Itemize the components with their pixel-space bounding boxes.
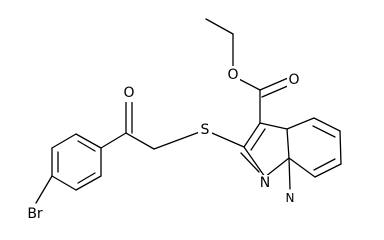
bond-ch2-ch3 bbox=[205, 18, 234, 35]
bonds bbox=[35, 18, 342, 204]
atom-s-label: S bbox=[201, 122, 210, 138]
bond-benz-6 bbox=[51, 133, 77, 149]
bond-c3-c3a bbox=[259, 122, 288, 130]
bond-ring-carbonyl bbox=[100, 132, 127, 149]
atom-br: Br bbox=[22, 205, 48, 223]
bond-npyr-c2-1 bbox=[243, 146, 266, 178]
bond-carbonyl-ch2 bbox=[125, 132, 155, 150]
atom-n-pyrazole: N bbox=[258, 175, 272, 192]
bond-c3a-n bbox=[286, 128, 290, 159]
bond-benz-5 bbox=[75, 133, 102, 149]
atom-o-ketone-label: O bbox=[123, 85, 134, 101]
bond-c4-c5-2 bbox=[312, 125, 336, 138]
atom-o-ester-carbonyl: O bbox=[287, 71, 301, 89]
bond-benz-2 bbox=[51, 175, 77, 191]
bond-ester-co-1 bbox=[259, 77, 289, 91]
atom-o-ester-ether-label: O bbox=[227, 67, 238, 83]
bond-c3a-c4 bbox=[286, 117, 315, 130]
bond-npyr-c2-2 bbox=[240, 152, 260, 173]
bond-nbridge-npyr bbox=[264, 157, 290, 178]
bond-benz-3 bbox=[75, 175, 102, 191]
atom-o-ketone: O bbox=[122, 84, 136, 102]
bond-c2-c3-1 bbox=[243, 122, 261, 148]
bond-ester-co-2 bbox=[261, 84, 291, 98]
atom-s: S bbox=[198, 122, 212, 139]
bond-c6-c7-2 bbox=[313, 158, 336, 171]
atom-br-label: Br bbox=[27, 206, 43, 222]
bond-c-br bbox=[35, 175, 53, 204]
bond-c4-c5-1 bbox=[313, 117, 341, 132]
bond-c7-nbridge bbox=[288, 157, 316, 178]
bond-c6-c7-1 bbox=[314, 163, 342, 178]
atom-n-bridge-label: N bbox=[286, 191, 295, 205]
atom-o-ester-carbonyl-label: O bbox=[288, 72, 299, 88]
atom-n-bridge: N bbox=[284, 190, 296, 206]
bond-benz-inner-2 bbox=[77, 172, 96, 184]
atom-o-ester-ether: O bbox=[226, 66, 240, 84]
bond-c2-c3-2 bbox=[250, 128, 266, 151]
atom-n-pyrazole-label: N bbox=[260, 175, 270, 191]
bond-ch2-s bbox=[153, 129, 206, 150]
bond-c5-c6 bbox=[339, 130, 342, 165]
bond-nbridge-label-link bbox=[288, 157, 291, 190]
bond-benz-inner-3 bbox=[77, 140, 96, 152]
